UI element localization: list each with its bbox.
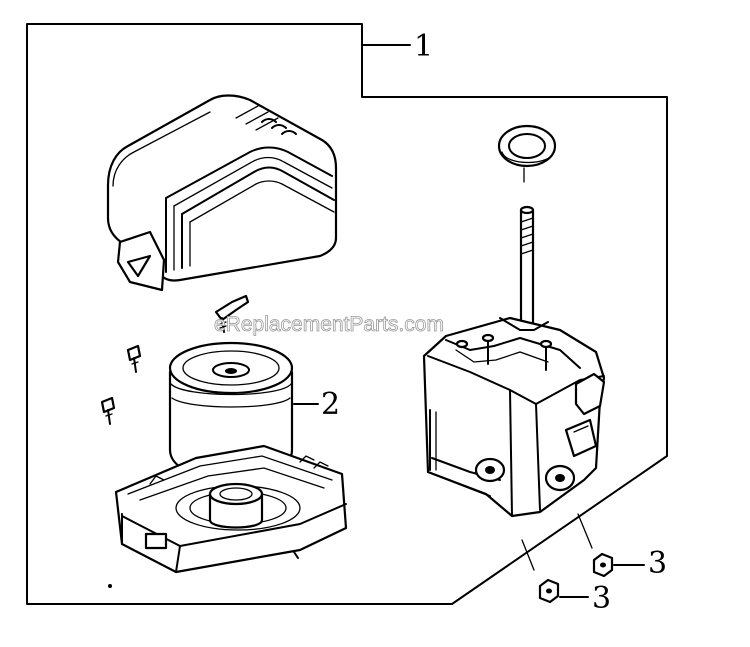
callout-3-lower-label: 3 [592, 581, 611, 616]
callout-3-upper-label: 3 [648, 546, 667, 581]
wing-screw [214, 294, 250, 333]
callout-1-label: 1 [414, 29, 433, 64]
elbow-bracket [422, 316, 606, 518]
air-cleaner-cover [106, 94, 338, 292]
leader-nut-lower [521, 539, 535, 571]
stud [519, 205, 535, 332]
assembly-boundary [26, 23, 668, 605]
watermark: eReplacementParts.com [214, 313, 444, 336]
bolt-lower [100, 396, 116, 425]
bolt-upper [126, 344, 142, 373]
gasket-ring [497, 124, 557, 168]
air-cleaner-base [114, 444, 348, 574]
callout-2[interactable]: 2 [293, 387, 340, 422]
callout-3-upper[interactable]: 3 [613, 546, 667, 581]
callout-3-lower[interactable]: 3 [559, 581, 611, 616]
leader-nut-upper [577, 513, 593, 549]
mark-dot [108, 584, 112, 588]
callout-1[interactable]: 1 [361, 29, 433, 64]
nut-lower [538, 578, 560, 604]
nut-upper [592, 552, 614, 578]
callout-2-label: 2 [321, 387, 340, 422]
